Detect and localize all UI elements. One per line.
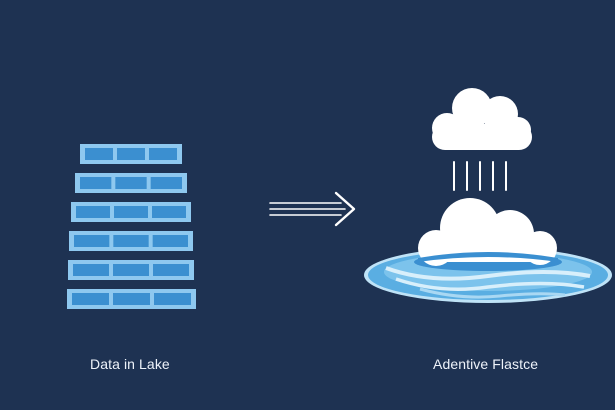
- rain-lines-icon: [453, 161, 507, 191]
- server-slot: [72, 293, 109, 305]
- server-slot: [117, 148, 145, 160]
- server-slot: [80, 177, 112, 189]
- lake-cloud-icon: [418, 198, 558, 266]
- server-slot: [74, 235, 110, 247]
- server-unit: [67, 289, 196, 309]
- cloud-rain-lake-icon: [364, 88, 612, 303]
- server-slot: [113, 293, 150, 305]
- server-unit: [80, 144, 182, 164]
- server-slot: [150, 177, 182, 189]
- server-unit: [69, 231, 193, 251]
- triple-line-arrow-icon: [269, 191, 356, 227]
- rain-cloud-icon: [432, 88, 532, 150]
- server-slot: [115, 177, 147, 189]
- server-slot: [154, 293, 191, 305]
- server-slot: [152, 206, 186, 218]
- server-slot: [85, 148, 113, 160]
- server-unit: [75, 173, 187, 193]
- server-slot: [113, 264, 149, 276]
- server-unit: [71, 202, 191, 222]
- source-label: Data in Lake: [90, 356, 170, 372]
- server-slot: [149, 148, 177, 160]
- server-slot: [73, 264, 109, 276]
- server-slot: [152, 235, 188, 247]
- server-stack-icon: [67, 144, 196, 309]
- server-slot: [114, 206, 148, 218]
- server-slot: [113, 235, 149, 247]
- server-slot: [153, 264, 189, 276]
- target-label: Adentive Flastce: [433, 356, 539, 372]
- server-unit: [68, 260, 194, 280]
- server-slot: [76, 206, 110, 218]
